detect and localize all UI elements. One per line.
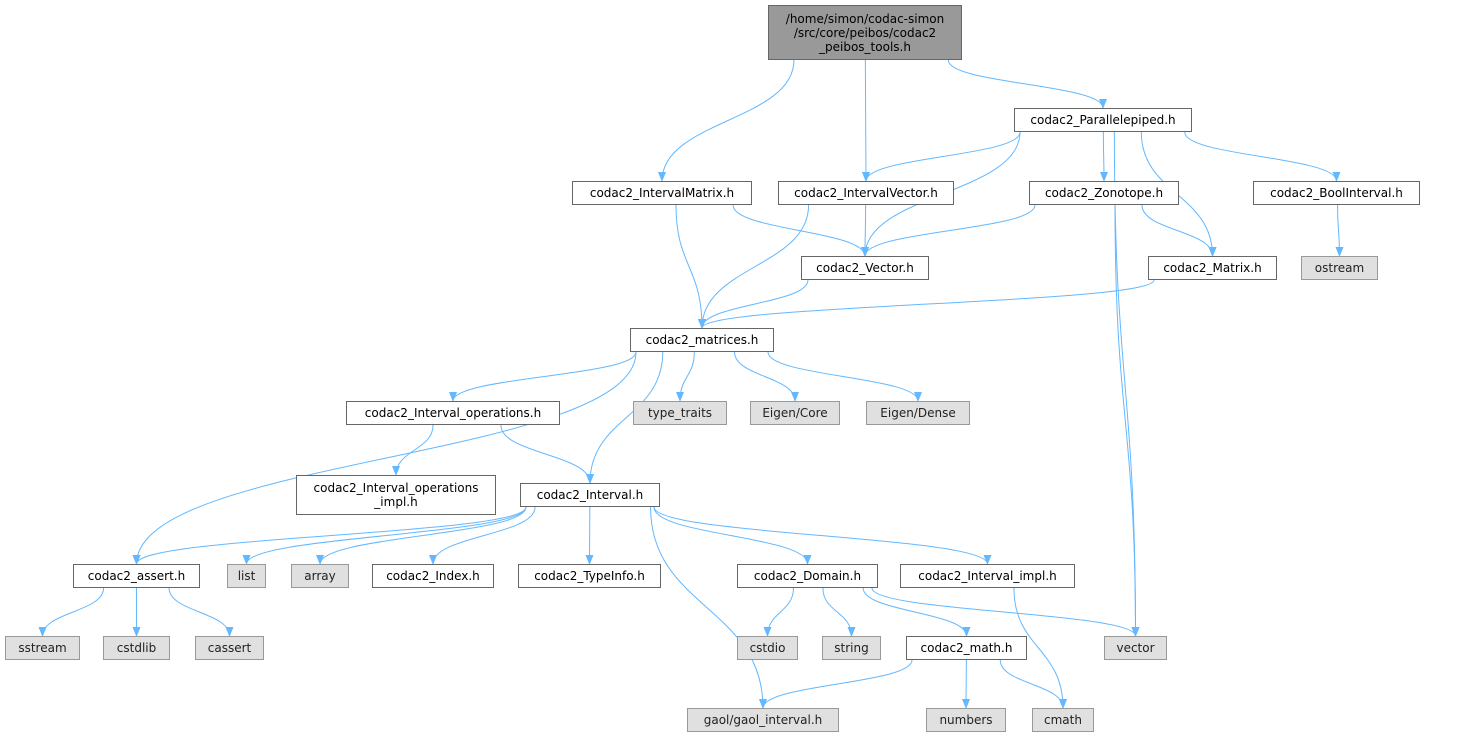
- edge-interval-to-array: [316, 506, 527, 565]
- node-eigen-dense[interactable]: Eigen/Dense: [866, 401, 970, 425]
- edge-matrices-to-assert: [132, 351, 637, 565]
- node-gaol[interactable]: gaol/gaol_interval.h: [687, 708, 839, 732]
- edge-interval-impl-to-cmath: [1013, 587, 1067, 709]
- node-typeinfo[interactable]: codac2_TypeInfo.h: [518, 564, 661, 588]
- node-interval[interactable]: codac2_Interval.h: [520, 483, 660, 507]
- edge-interval-to-assert: [132, 506, 527, 565]
- edge-zonotope-to-vector-h: [861, 204, 1036, 257]
- node-intervalmatrix[interactable]: codac2_IntervalMatrix.h: [572, 181, 752, 205]
- node-intervalvector[interactable]: codac2_IntervalVector.h: [778, 181, 954, 205]
- edge-interval-to-domain: [653, 506, 812, 565]
- edge-interval-ops-to-interval-ops-impl: [392, 424, 434, 476]
- edge-parallelepiped-to-vector: [1113, 131, 1140, 637]
- edge-matrix-h-to-matrices: [698, 279, 1155, 329]
- edge-root-to-intervalmatrix: [658, 59, 795, 182]
- node-root[interactable]: /home/simon/codac-simon /src/core/peibos…: [768, 5, 962, 60]
- node-interval-impl[interactable]: codac2_Interval_impl.h: [900, 564, 1075, 588]
- edge-intervalmatrix-to-matrices: [675, 204, 706, 329]
- node-vector[interactable]: vector: [1104, 636, 1167, 660]
- edge-interval-to-index: [429, 506, 536, 565]
- edge-interval-to-list: [242, 506, 527, 565]
- node-string[interactable]: string: [822, 636, 881, 660]
- node-math[interactable]: codac2_math.h: [906, 636, 1027, 660]
- edge-matrices-to-interval-ops: [449, 351, 637, 402]
- edge-parallelepiped-to-zonotope: [1099, 131, 1108, 182]
- node-ostream[interactable]: ostream: [1301, 256, 1378, 280]
- edge-domain-to-math: [862, 587, 971, 637]
- node-list[interactable]: list: [227, 564, 266, 588]
- node-array[interactable]: array: [291, 564, 349, 588]
- node-interval-ops[interactable]: codac2_Interval_operations.h: [346, 401, 560, 425]
- edge-matrices-to-eigen-dense: [767, 351, 922, 402]
- edge-root-to-parallelepiped: [947, 59, 1107, 109]
- edge-matrices-to-interval: [586, 351, 664, 484]
- node-cmath[interactable]: cmath: [1032, 708, 1094, 732]
- node-sstream[interactable]: sstream: [5, 636, 80, 660]
- node-eigen-core[interactable]: Eigen/Core: [750, 401, 840, 425]
- node-parallelepiped[interactable]: codac2_Parallelepiped.h: [1014, 108, 1192, 132]
- edge-math-to-cmath: [999, 659, 1067, 709]
- edge-matrices-to-eigen-core: [734, 351, 799, 402]
- node-interval-ops-impl[interactable]: codac2_Interval_operations _impl.h: [296, 475, 496, 515]
- edge-boolinterval-to-ostream: [1335, 204, 1344, 257]
- edge-interval-ops-to-interval: [500, 424, 594, 484]
- edge-root-to-intervalvector: [861, 59, 870, 182]
- edge-matrices-to-type-traits: [676, 351, 695, 402]
- node-numbers[interactable]: numbers: [926, 708, 1006, 732]
- edge-domain-to-cstdio: [763, 587, 794, 637]
- node-vector-h[interactable]: codac2_Vector.h: [801, 256, 929, 280]
- edge-domain-to-vector: [871, 587, 1140, 637]
- node-index[interactable]: codac2_Index.h: [372, 564, 494, 588]
- node-matrix-h[interactable]: codac2_Matrix.h: [1148, 256, 1277, 280]
- edge-interval-to-interval-impl: [653, 506, 992, 565]
- edge-parallelepiped-to-intervalvector: [862, 131, 1021, 182]
- edge-math-to-gaol: [759, 659, 913, 709]
- edge-vector-h-to-matrices: [698, 279, 809, 329]
- edge-domain-to-string: [822, 587, 856, 637]
- node-zonotope[interactable]: codac2_Zonotope.h: [1029, 181, 1179, 205]
- node-domain[interactable]: codac2_Domain.h: [737, 564, 878, 588]
- node-cassert[interactable]: cassert: [195, 636, 264, 660]
- edge-assert-to-sstream: [38, 587, 105, 637]
- edge-zonotope-to-vector: [1114, 204, 1140, 637]
- node-assert[interactable]: codac2_assert.h: [73, 564, 200, 588]
- edge-assert-to-cassert: [168, 587, 234, 637]
- node-cstdlib[interactable]: cstdlib: [103, 636, 170, 660]
- node-matrices[interactable]: codac2_matrices.h: [630, 328, 774, 352]
- node-boolinterval[interactable]: codac2_BoolInterval.h: [1253, 181, 1420, 205]
- node-cstdio[interactable]: cstdio: [737, 636, 798, 660]
- edge-interval-to-gaol: [650, 506, 767, 709]
- node-type-traits[interactable]: type_traits: [633, 401, 727, 425]
- edge-intervalmatrix-to-vector-h: [732, 204, 869, 257]
- edge-intervalvector-to-matrices: [698, 204, 810, 329]
- edge-zonotope-to-matrix-h: [1141, 204, 1217, 257]
- edge-parallelepiped-to-boolinterval: [1184, 131, 1341, 182]
